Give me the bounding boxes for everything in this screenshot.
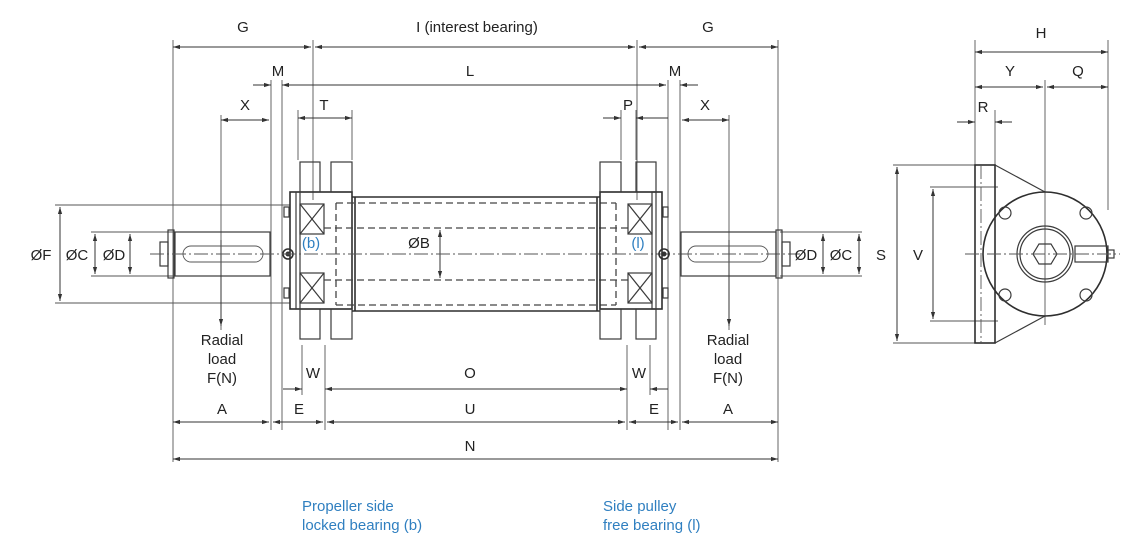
dim-f: ØF xyxy=(31,247,52,264)
dim-l: L xyxy=(466,63,474,80)
dim-t: T xyxy=(319,97,328,114)
radial-load-right-line2: load xyxy=(714,351,742,368)
dim-v: V xyxy=(913,247,923,264)
dim-b: ØB xyxy=(408,235,430,252)
dim-x-left: X xyxy=(240,97,250,114)
dim-g-left: G xyxy=(237,19,249,36)
right-shaft xyxy=(680,229,791,279)
right-bearing-housing xyxy=(599,161,670,340)
bearing-marks: (b) (l) xyxy=(302,235,645,252)
radial-load-right-line1: Radial xyxy=(707,332,750,349)
dim-d-right: ØD xyxy=(795,247,818,264)
dim-o: O xyxy=(464,365,476,382)
dimension-labels: G I (interest bearing) G H M L M Y Q X T… xyxy=(31,19,1084,455)
dim-c-right: ØC xyxy=(830,247,853,264)
radial-load-left-line1: Radial xyxy=(201,332,244,349)
radial-load-left: Radial load F(N) xyxy=(201,332,244,387)
notes: Propeller side locked bearing (b) Side p… xyxy=(302,498,701,534)
dim-n: N xyxy=(465,438,476,455)
dim-g-right: G xyxy=(702,19,714,36)
radial-load-left-line2: load xyxy=(208,351,236,368)
dim-a-right: A xyxy=(723,401,733,418)
dim-e-right: E xyxy=(649,401,659,418)
pulley-note-line2: free bearing (l) xyxy=(603,517,701,534)
locked-bearing-mark: (b) xyxy=(302,235,320,252)
pulley-note-line1: Side pulley xyxy=(603,498,677,515)
dimension-lines xyxy=(55,44,862,462)
radial-load-left-line3: F(N) xyxy=(207,370,237,387)
extension-lines xyxy=(172,40,779,462)
dim-w-right: W xyxy=(632,365,647,382)
radial-load-right-line3: F(N) xyxy=(713,370,743,387)
dim-q: Q xyxy=(1072,63,1084,80)
dim-w-left: W xyxy=(306,365,321,382)
dim-y: Y xyxy=(1005,63,1015,80)
propeller-note-line1: Propeller side xyxy=(302,498,394,515)
dim-s: S xyxy=(876,247,886,264)
propeller-note-line2: locked bearing (b) xyxy=(302,517,422,534)
dim-e-left: E xyxy=(294,401,304,418)
dim-a-left: A xyxy=(217,401,227,418)
dim-u: U xyxy=(465,401,476,418)
dim-h: H xyxy=(1036,25,1047,42)
dim-i: I (interest bearing) xyxy=(416,19,538,36)
dim-p: P xyxy=(623,97,633,114)
dim-c-left: ØC xyxy=(66,247,89,264)
left-bearing-housing xyxy=(282,161,353,340)
side-view xyxy=(893,40,1120,344)
free-bearing-mark: (l) xyxy=(631,235,644,252)
dim-r: R xyxy=(978,99,989,116)
dim-d-left: ØD xyxy=(103,247,126,264)
dim-m-left: M xyxy=(272,63,285,80)
dim-m-right: M xyxy=(669,63,682,80)
dim-x-right: X xyxy=(700,97,710,114)
roller-tube xyxy=(150,196,800,312)
radial-load-right: Radial load F(N) xyxy=(707,332,750,387)
